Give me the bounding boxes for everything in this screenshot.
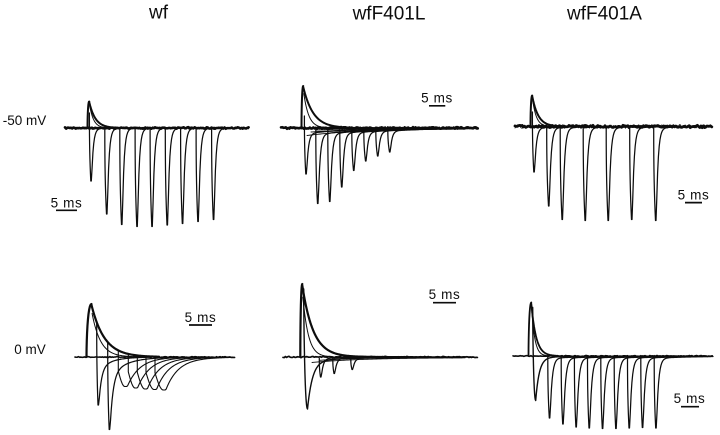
hump-trace	[136, 354, 219, 390]
panel-wfF401A-minus50mV	[513, 94, 714, 222]
spike-trace	[653, 354, 714, 429]
spike-trace	[149, 126, 168, 228]
baseline-fur-trace	[64, 126, 249, 130]
scalebar-label: 5 ms	[185, 310, 217, 325]
p1-trough-trace	[532, 306, 581, 402]
p1-decay-trace	[530, 302, 558, 357]
panel-wf-minus50mV	[56, 100, 250, 228]
panel-wf-0mV	[74, 302, 236, 431]
spike-trace	[96, 320, 152, 406]
p1-rise-trace	[85, 302, 93, 359]
p1-decay-trace	[90, 303, 161, 358]
scalebar-labels: 5 ms 5 ms 5 ms 5 ms 5 ms 5 ms	[51, 90, 710, 406]
spike-trace	[559, 125, 600, 221]
panel-wfF401A-0mV	[512, 301, 714, 430]
row-label-minus50mV: -50 mV	[3, 113, 47, 128]
p1-decay2-trace	[91, 313, 135, 358]
p1-decay2-trace	[302, 296, 334, 358]
scalebar-label: 5 ms	[429, 287, 461, 302]
p1-decay2-trace	[531, 311, 549, 357]
spike-trace	[350, 356, 393, 371]
hump-trace	[154, 356, 235, 391]
spike-trace	[179, 126, 198, 225]
scalebar-label: 5 ms	[421, 90, 453, 105]
p1-decay2-trace	[303, 93, 329, 129]
spike-trace	[210, 126, 229, 221]
hump-trace	[117, 349, 192, 388]
spike-trace	[582, 125, 623, 222]
tail-trace	[311, 357, 466, 363]
row-label-0mV: 0 mV	[14, 342, 46, 357]
column-title-wf: wf	[148, 3, 169, 24]
scalebar-label: 5 ms	[674, 391, 706, 406]
spike-trace	[134, 126, 153, 228]
spike-trace	[605, 125, 646, 222]
panel-wfF401L-minus50mV	[279, 85, 480, 205]
column-title-wfF401A: wfF401A	[566, 4, 642, 25]
spike-trace	[104, 126, 122, 215]
panel-wfF401L-0mV	[282, 282, 479, 410]
p1-decay-trace	[302, 85, 354, 129]
p1-decay-trace	[88, 101, 119, 129]
spike-trace	[629, 125, 670, 221]
p1-decay-trace	[531, 95, 562, 128]
spike-trace	[88, 112, 106, 182]
p1-decay-trace	[301, 284, 364, 358]
scalebar-label: 5 ms	[678, 187, 710, 202]
column-title-wfF401L: wfF401L	[352, 4, 426, 25]
spike-trace	[653, 125, 694, 222]
spike-trace	[119, 126, 138, 226]
spike-trace	[195, 126, 213, 223]
hump-trace	[127, 353, 206, 389]
spike-trace	[164, 126, 183, 226]
spike-trace	[387, 126, 479, 153]
scalebar-label: 5 ms	[51, 195, 83, 210]
